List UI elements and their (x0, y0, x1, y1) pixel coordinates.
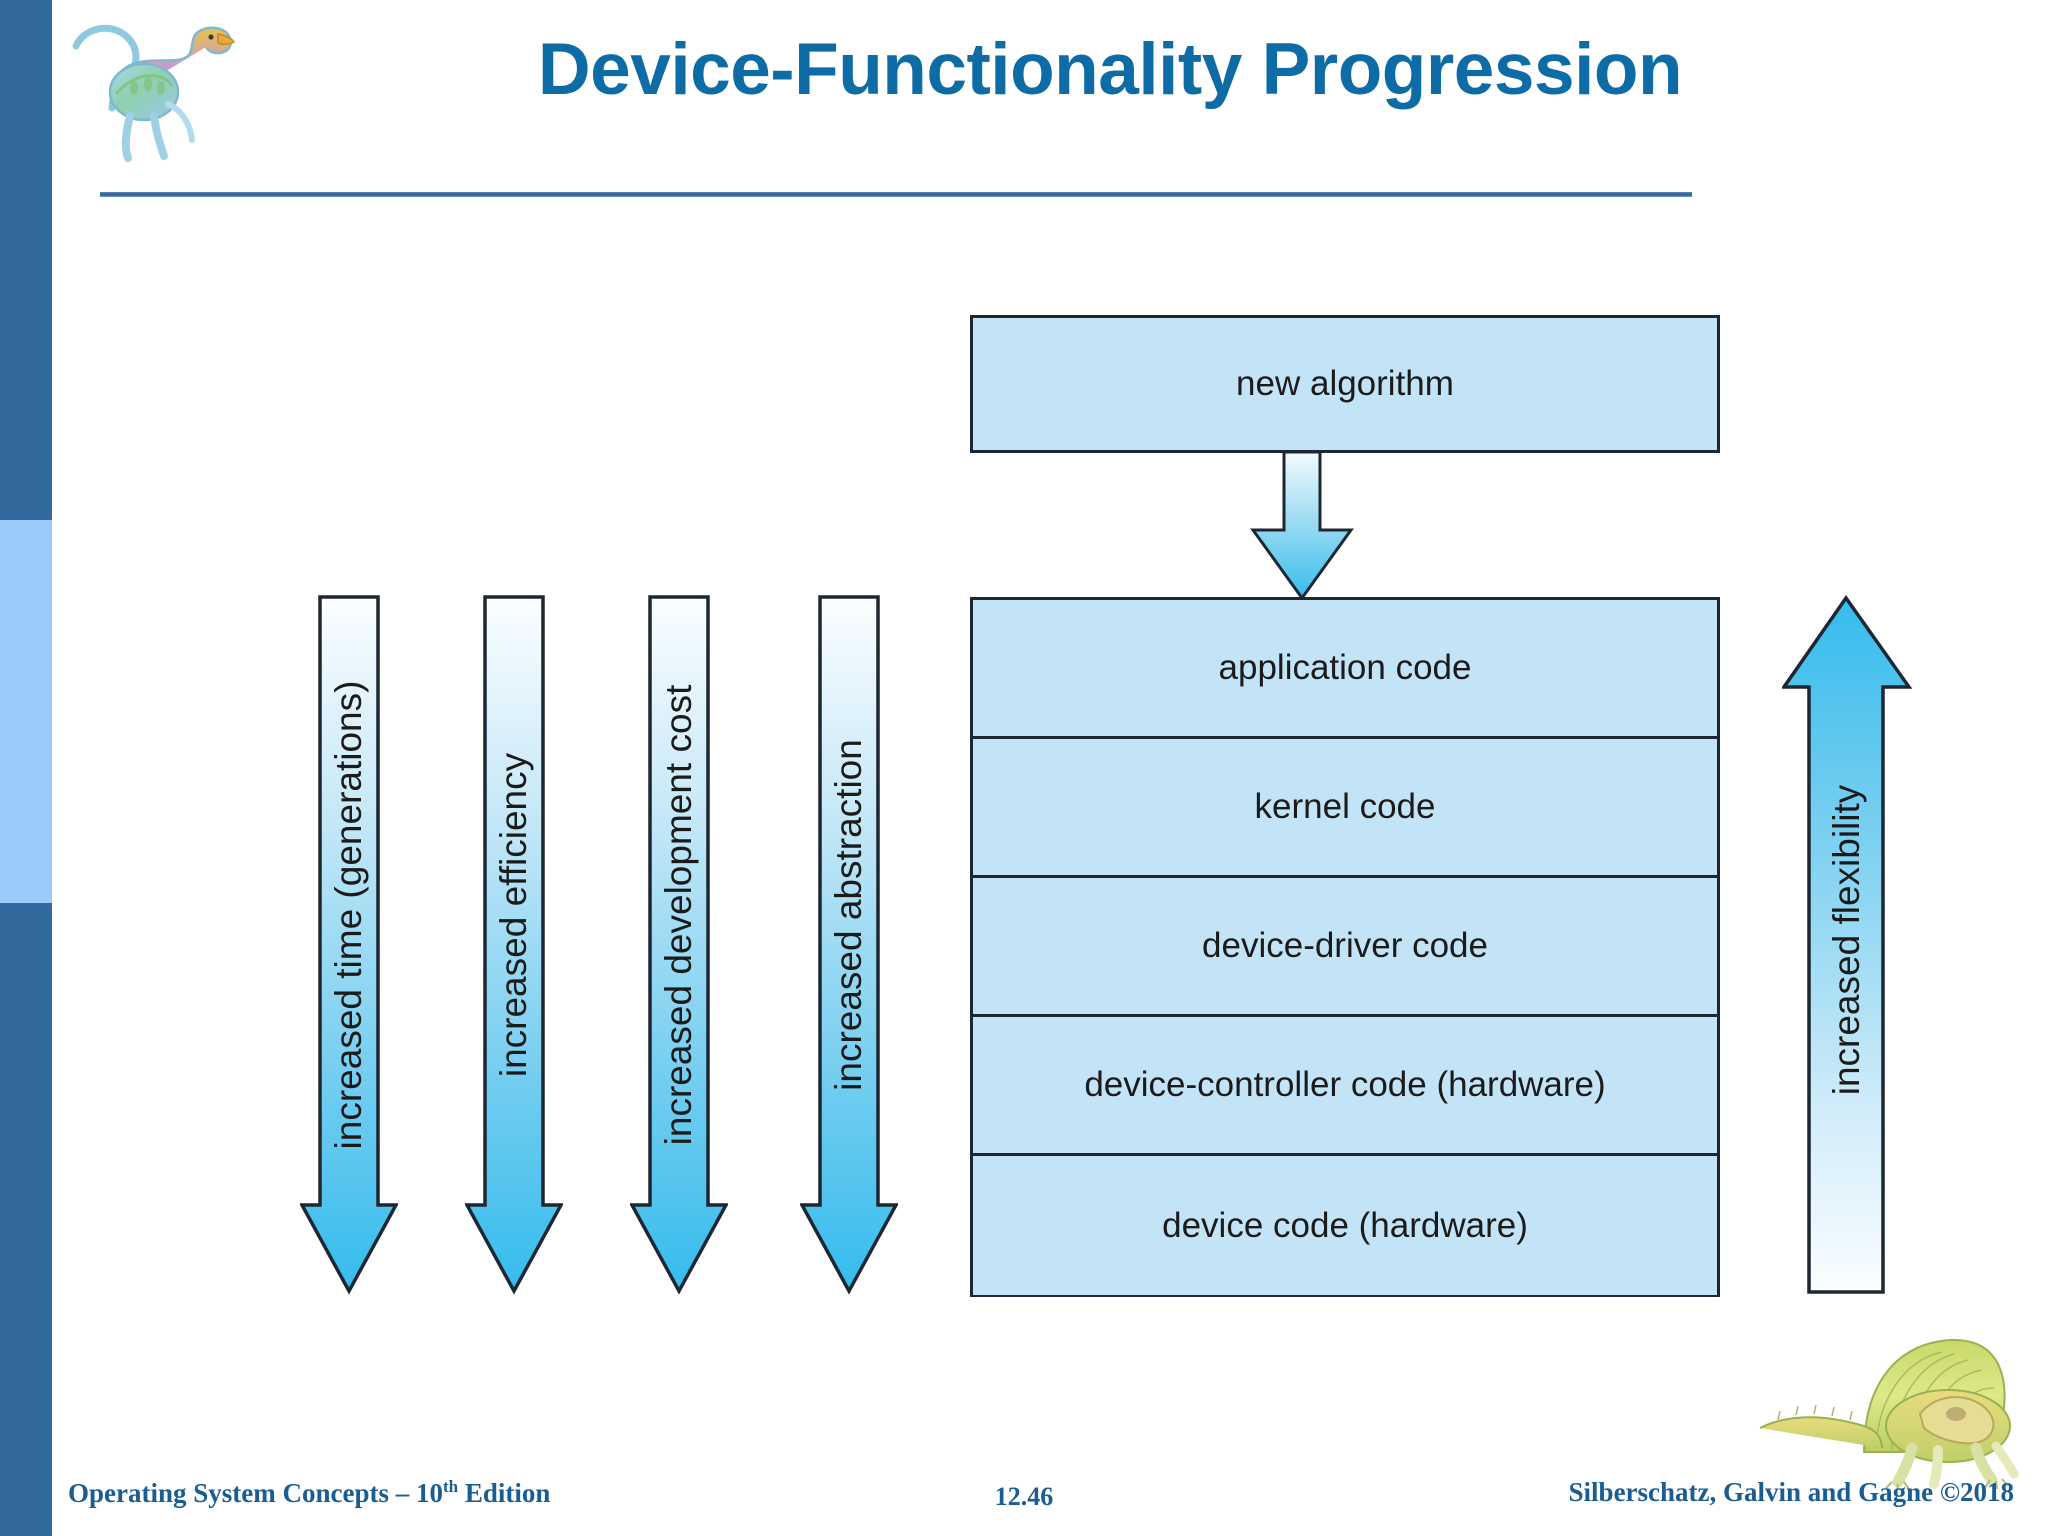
down-arrow-increased-efficiency: increased efficiency (465, 595, 563, 1295)
sidebar-segment-dark-top (0, 0, 52, 520)
down-arrow-increased-time: increased time (generations) (300, 595, 398, 1295)
up-arrow-increased-flexibility: increased flexibility (1780, 594, 1913, 1295)
stack-row-device-driver-code: device-driver code (973, 878, 1717, 1017)
new-algorithm-box: new algorithm (970, 315, 1720, 453)
dinosaur-icon-bottom-right (1752, 1330, 2022, 1493)
down-arrow-increased-development-cost: increased development cost (630, 595, 728, 1295)
stack-row-label: device-driver code (1202, 926, 1488, 965)
dinosaur-icon-top-left (68, 8, 258, 168)
page-title: Device-Functionality Progression (537, 29, 1683, 110)
stack-row-application-code: application code (973, 600, 1717, 739)
new-algorithm-label: new algorithm (1236, 364, 1454, 403)
stack-row-device-controller-code: device-controller code (hardware) (973, 1017, 1717, 1156)
code-layer-stack: application code kernel code device-driv… (970, 597, 1720, 1297)
title-divider (100, 192, 1692, 197)
stack-row-label: device code (hardware) (1162, 1205, 1528, 1245)
stack-row-label: application code (1218, 648, 1472, 687)
page-number: 12.46 (994, 1482, 1054, 1511)
stack-row-device-code: device code (hardware) (973, 1156, 1717, 1295)
new-algorithm-to-stack-arrow-icon (1247, 450, 1357, 601)
footer-authors-copyright: Silberschatz, Galvin and Gagne ©2018 (1568, 1477, 2014, 1507)
footer-book-text: Operating System Concepts – 10 (68, 1478, 443, 1508)
footer-book-ordinal: th (442, 1477, 459, 1496)
sidebar-segment-light (0, 520, 52, 903)
stack-row-label: device-controller code (hardware) (1084, 1065, 1606, 1104)
stack-row-label: kernel code (1254, 787, 1436, 826)
stack-row-kernel-code: kernel code (973, 739, 1717, 878)
decorative-sidebar (0, 0, 52, 1536)
sidebar-segment-dark-bottom (0, 903, 52, 1536)
footer-book-title: Operating System Concepts – 10th Edition (68, 1477, 550, 1509)
footer-book-edition: Edition (458, 1478, 551, 1508)
down-arrow-increased-abstraction: increased abstraction (800, 595, 898, 1295)
